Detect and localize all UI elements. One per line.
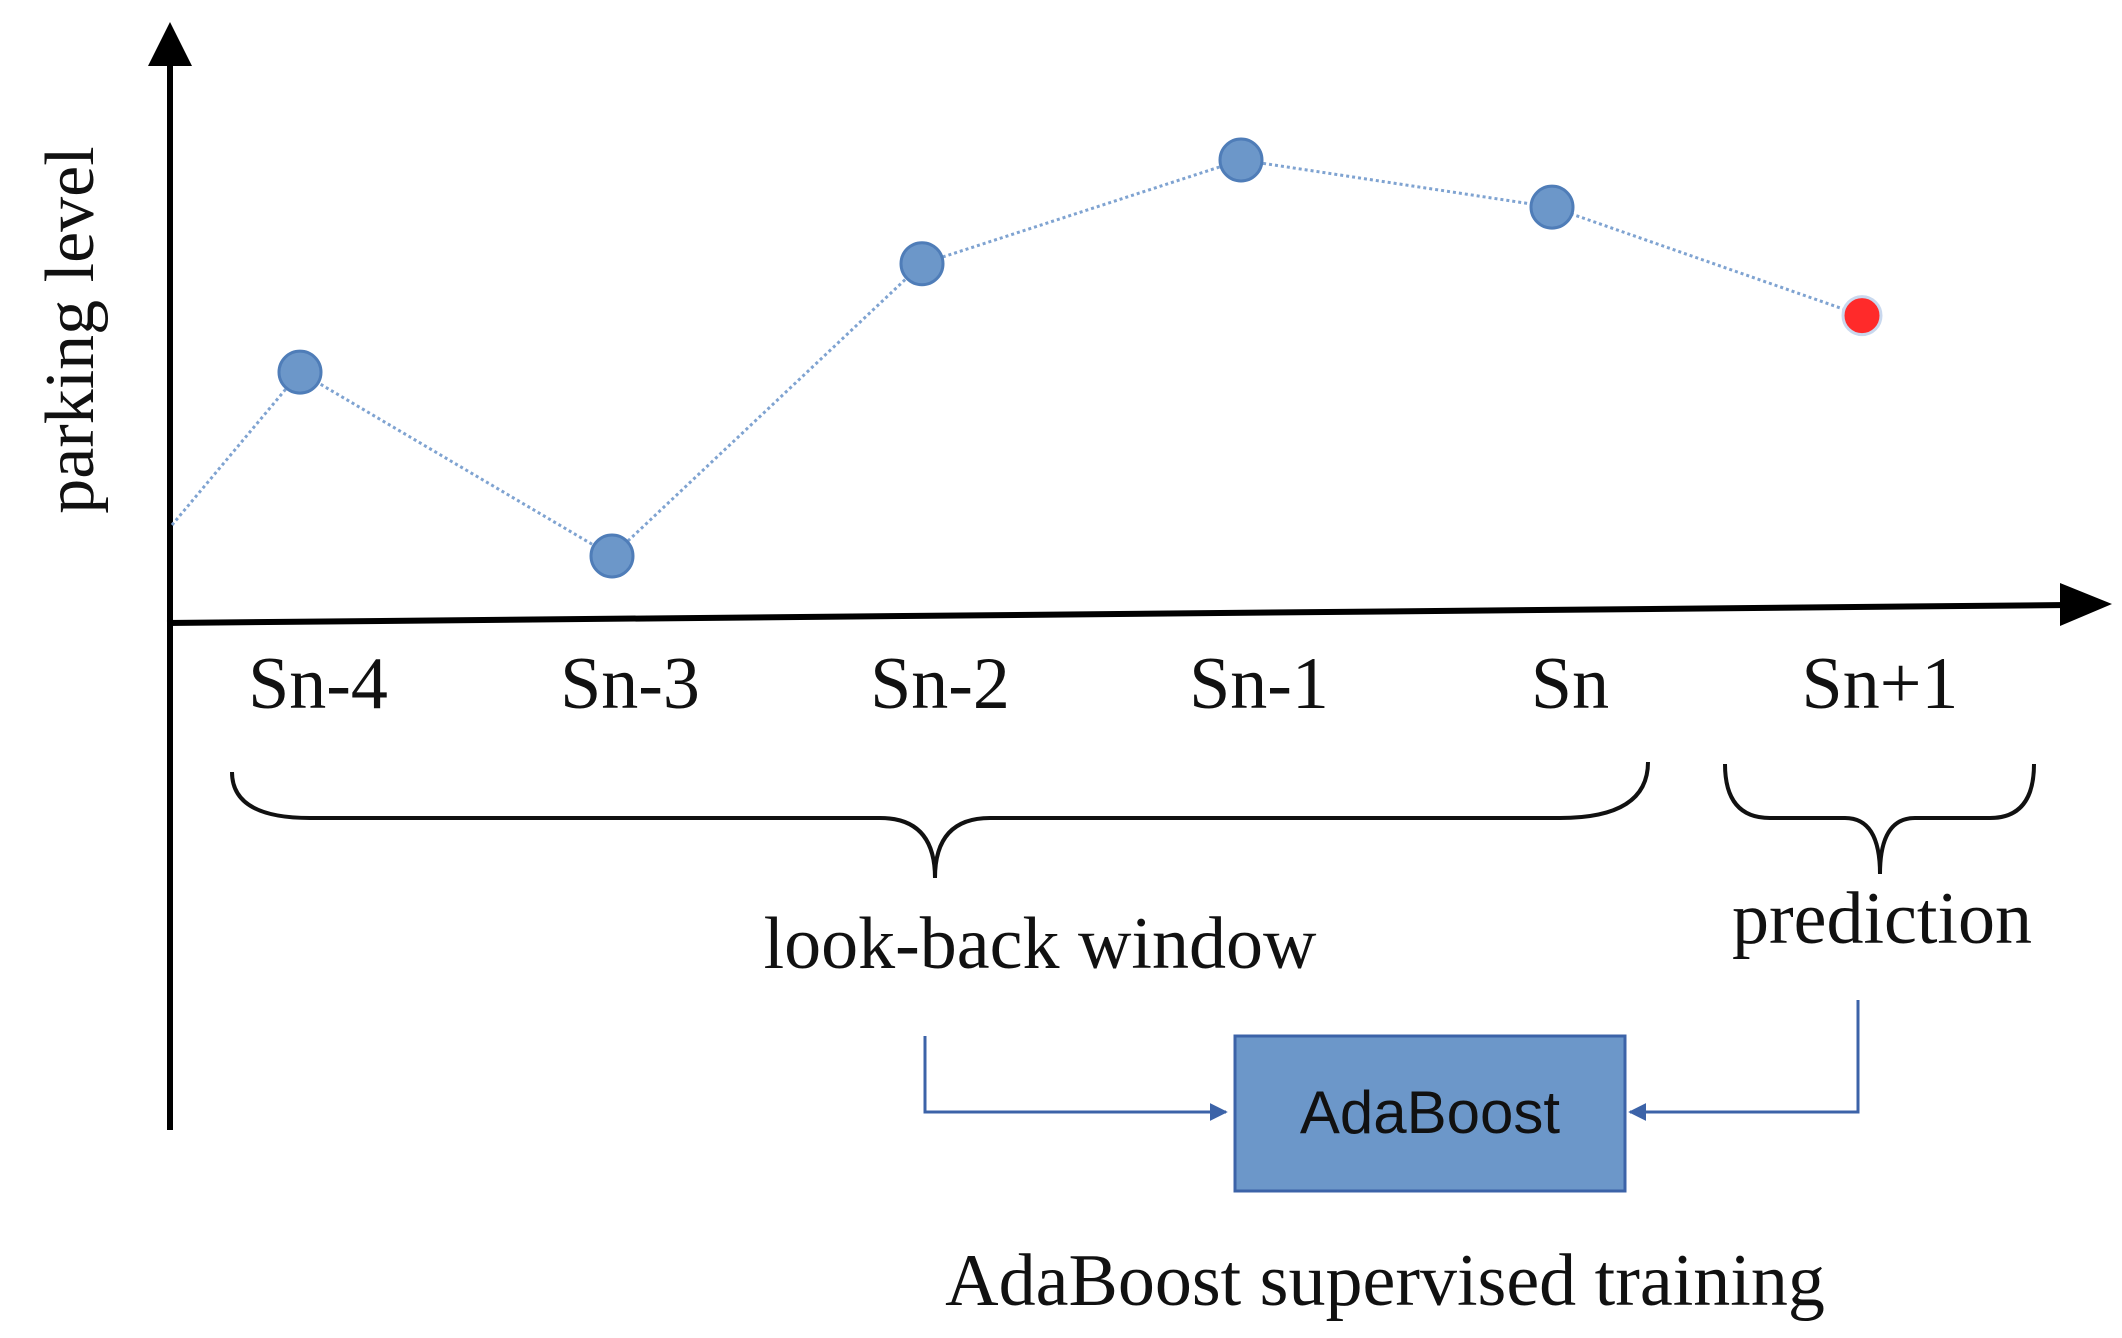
lookback-window-label: look-back window [764,903,1317,985]
axes [148,22,2112,1130]
step-label: Sn-4 [248,643,388,725]
diagram-caption: AdaBoost supervised training [945,1240,1825,1322]
y-axis-label: parking level [32,146,109,513]
x-axis-arrowhead [2060,583,2112,626]
step-label: Sn-2 [870,643,1010,725]
observed-point [1218,137,1264,183]
predicted-point [1841,295,1883,337]
series-line [299,158,1863,558]
adaboost-box-label: AdaBoost [1300,1079,1561,1146]
lookback-window-brace [230,761,1650,879]
lookback-to-model-arrow [923,1036,1228,1121]
step-label: Sn-1 [1189,643,1329,725]
prediction-brace [1723,763,2036,875]
step-labels: Sn-4 Sn-3 Sn-2 Sn-1 Sn Sn+1 [248,643,1958,725]
x-axis-line [166,602,2069,626]
y-axis-arrowhead [148,22,192,66]
observed-point [1529,184,1575,230]
observed-point [589,533,635,579]
observed-point [899,241,945,287]
series-lead-in-line [170,371,302,526]
observed-point [277,349,323,395]
adaboost-model-block: AdaBoost [1233,1034,1627,1193]
step-label: Sn-3 [560,643,700,725]
step-label: Sn+1 [1802,643,1959,725]
prediction-label: prediction [1732,878,2032,960]
prediction-to-model-arrow [1628,1000,1860,1121]
step-label: Sn [1531,643,1609,725]
adaboost-box [1233,1034,1627,1193]
series [170,137,1883,579]
